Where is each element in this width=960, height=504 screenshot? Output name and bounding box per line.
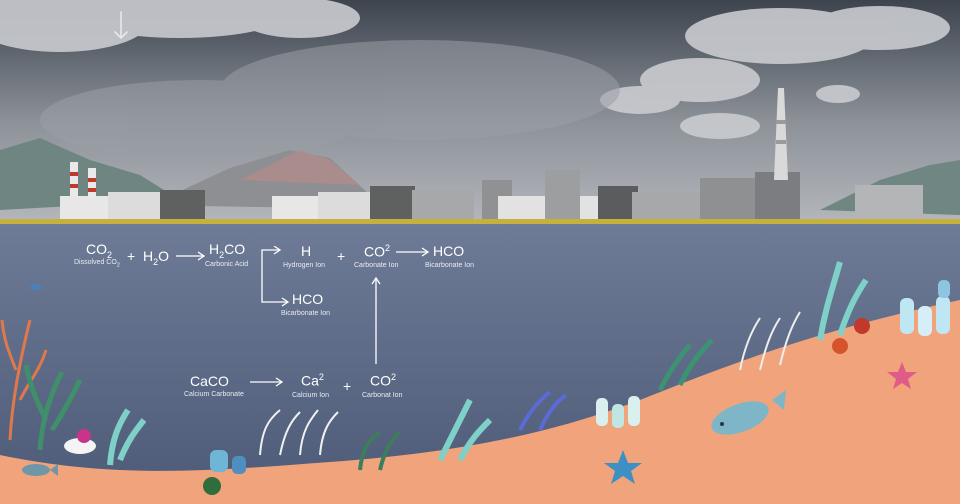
plus-sign-3: + [343,378,352,394]
smokestack-icon [70,88,788,198]
bicarbonate-ion-formula-right: HCO [433,243,465,259]
hydrogen-ion-formula: H [301,243,312,259]
carbonat-ion-formula: CO2 [370,372,397,389]
carbonat-ion-name: Carbonat Ion [362,392,403,399]
plus-sign-1: + [127,248,136,264]
coral-icon [0,261,950,474]
h2o-formula: H2O [143,248,170,267]
bicarbonate-ion-name-right: Bicarbonate Ion [425,262,475,269]
carbonate-ion-name: Carbonate Ion [354,262,399,269]
hydrogen-ion-name: Hydrogen Ion [283,262,326,269]
sea-floor [0,300,960,504]
calcium-carbonate-formula: CaCO [190,373,229,389]
factory-icon [60,170,923,220]
calcium-ion-formula: Ca2 [301,372,324,389]
clouds [0,0,950,139]
co2-formula: CO2 [86,241,113,260]
arrow-up-to-carbonate [371,276,381,364]
starfish-icon [604,362,917,484]
shoreline [0,219,960,224]
branch-arrow [261,246,290,307]
bicarbonate-ion-name-down: Bicarbonate Ion [281,310,331,317]
bicarbonate-ion-formula-down: HCO [292,291,324,307]
carbonic-acid-formula: H2CO [209,241,246,260]
down-arrow-icon [114,11,128,40]
fish-icon [22,284,786,476]
calcium-ion-name: Calcium Ion [292,392,329,399]
carbonic-acid-name: Carbonic Acid [205,261,249,268]
arrow-to-calcium-ion [250,377,284,387]
sea-urchin-icon [77,318,870,495]
carbonate-ion-formula: CO2 [364,243,391,260]
smog-clouds [40,40,620,160]
co2-name: Dissolved CO2 [74,259,121,269]
arrow-to-carbonic-acid [176,251,206,261]
arrow-to-bicarbonate [396,247,430,257]
calcium-carbonate-name: Calcium Carbonate [184,391,244,398]
plus-sign-2: + [337,248,346,264]
